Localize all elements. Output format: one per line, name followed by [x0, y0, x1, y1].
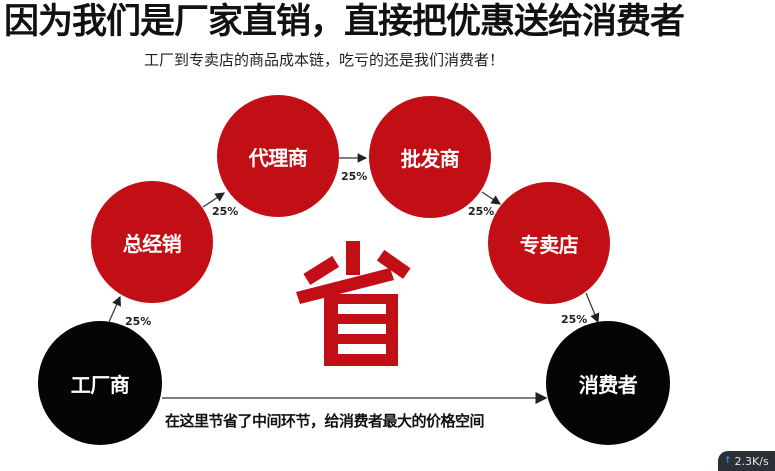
node-consumer: 消费者: [546, 321, 670, 445]
edge-label-agent-wholesaler: 25%: [341, 170, 368, 183]
edge-label-wholesaler-store: 25%: [468, 205, 495, 218]
node-store-label: 专卖店: [519, 232, 579, 257]
speed-value: 2.3K/s: [734, 454, 769, 468]
upload-arrow-icon: ↑: [724, 456, 732, 466]
save-symbol-icon: [296, 241, 411, 366]
edge-label-store-consumer: 25%: [561, 313, 588, 326]
node-wholesaler: 批发商: [369, 96, 491, 218]
headline: 因为我们是厂家直销，直接把优惠送给消费者: [4, 2, 685, 42]
node-wholesaler-label: 批发商: [400, 146, 460, 171]
node-consumer-label: 消费者: [578, 372, 638, 397]
bottom-note: 在这里节省了中间环节，给消费者最大的价格空间: [165, 412, 485, 430]
node-agent-label: 代理商: [248, 145, 308, 170]
node-general-distributor: 总经销: [91, 181, 213, 303]
subheadline: 工厂到专卖店的商品成本链，吃亏的还是我们消费者！: [144, 51, 505, 69]
node-factory-label: 工厂商: [70, 372, 130, 397]
edge-label-distributor-agent: 25%: [212, 205, 239, 218]
network-speed-widget[interactable]: ↑ 2.3K/s: [718, 451, 775, 471]
edge-label-factory-distributor: 25%: [125, 315, 152, 328]
node-agent: 代理商: [217, 95, 339, 217]
node-factory: 工厂商: [38, 321, 162, 445]
node-general-distributor-label: 总经销: [122, 231, 182, 256]
node-store: 专卖店: [488, 182, 610, 304]
